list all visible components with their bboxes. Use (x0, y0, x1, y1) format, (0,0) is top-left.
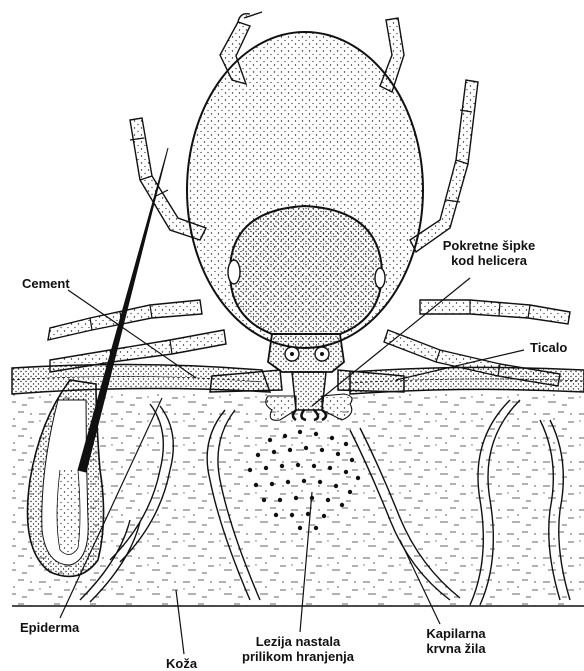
label-chelicerae-line2: kod helicera (418, 253, 560, 268)
label-lesion: Lezija nastala prilikom hranjenja (222, 634, 374, 664)
label-capillary: Kapilarna krvna žila (408, 626, 504, 656)
label-chelicerae-line1: Pokretne šipke (418, 238, 560, 253)
tick-shield (230, 206, 382, 334)
tick-eye-left (228, 260, 240, 284)
hypostome (292, 372, 326, 410)
label-lesion-line1: Lezija nastala (222, 634, 374, 649)
label-epidermis: Epiderma (20, 620, 79, 635)
label-lesion-line2: prilikom hranjenja (222, 649, 374, 664)
label-cement: Cement (22, 276, 70, 291)
tick-eye-right (375, 268, 385, 288)
tick (48, 12, 570, 420)
label-palps: Ticalo (530, 340, 567, 355)
label-capillary-line1: Kapilarna (408, 626, 504, 641)
label-capillary-line2: krvna žila (408, 641, 504, 656)
capitulum (268, 334, 344, 372)
label-chelicerae: Pokretne šipke kod helicera (418, 238, 560, 268)
label-skin: Koža (166, 656, 197, 671)
